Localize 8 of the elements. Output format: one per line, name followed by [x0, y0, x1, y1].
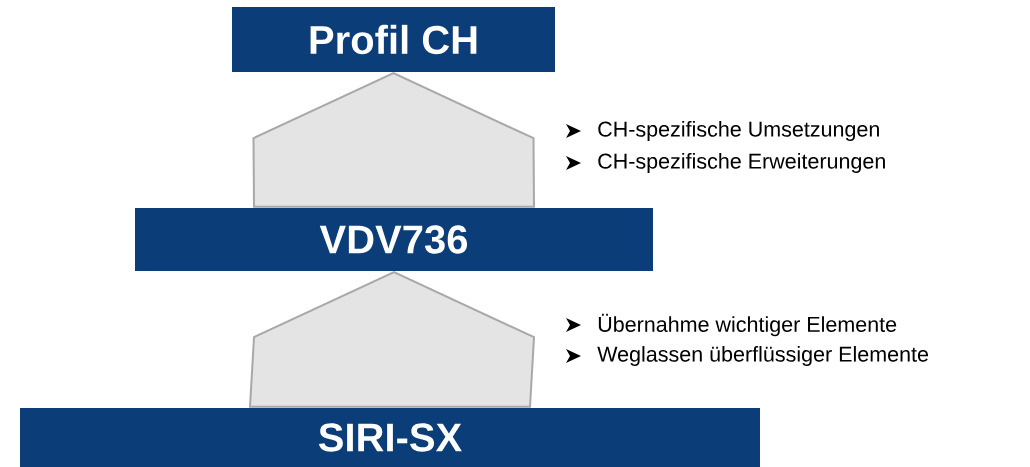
- label-bar: SIRI-SX: [20, 408, 760, 467]
- label-bar: VDV736: [135, 208, 653, 271]
- bullet-item: CH-spezifische Umsetzungen: [566, 121, 879, 142]
- label-bar: Profil CH: [232, 7, 555, 72]
- block-arrow: [252, 72, 535, 208]
- bullet-item: CH-spezifische Erweiterungen: [566, 153, 885, 174]
- bullet-item: Übernahme wichtiger Elemente: [566, 313, 897, 337]
- bullet-item: Weglassen überflüssiger Elemente: [566, 346, 929, 367]
